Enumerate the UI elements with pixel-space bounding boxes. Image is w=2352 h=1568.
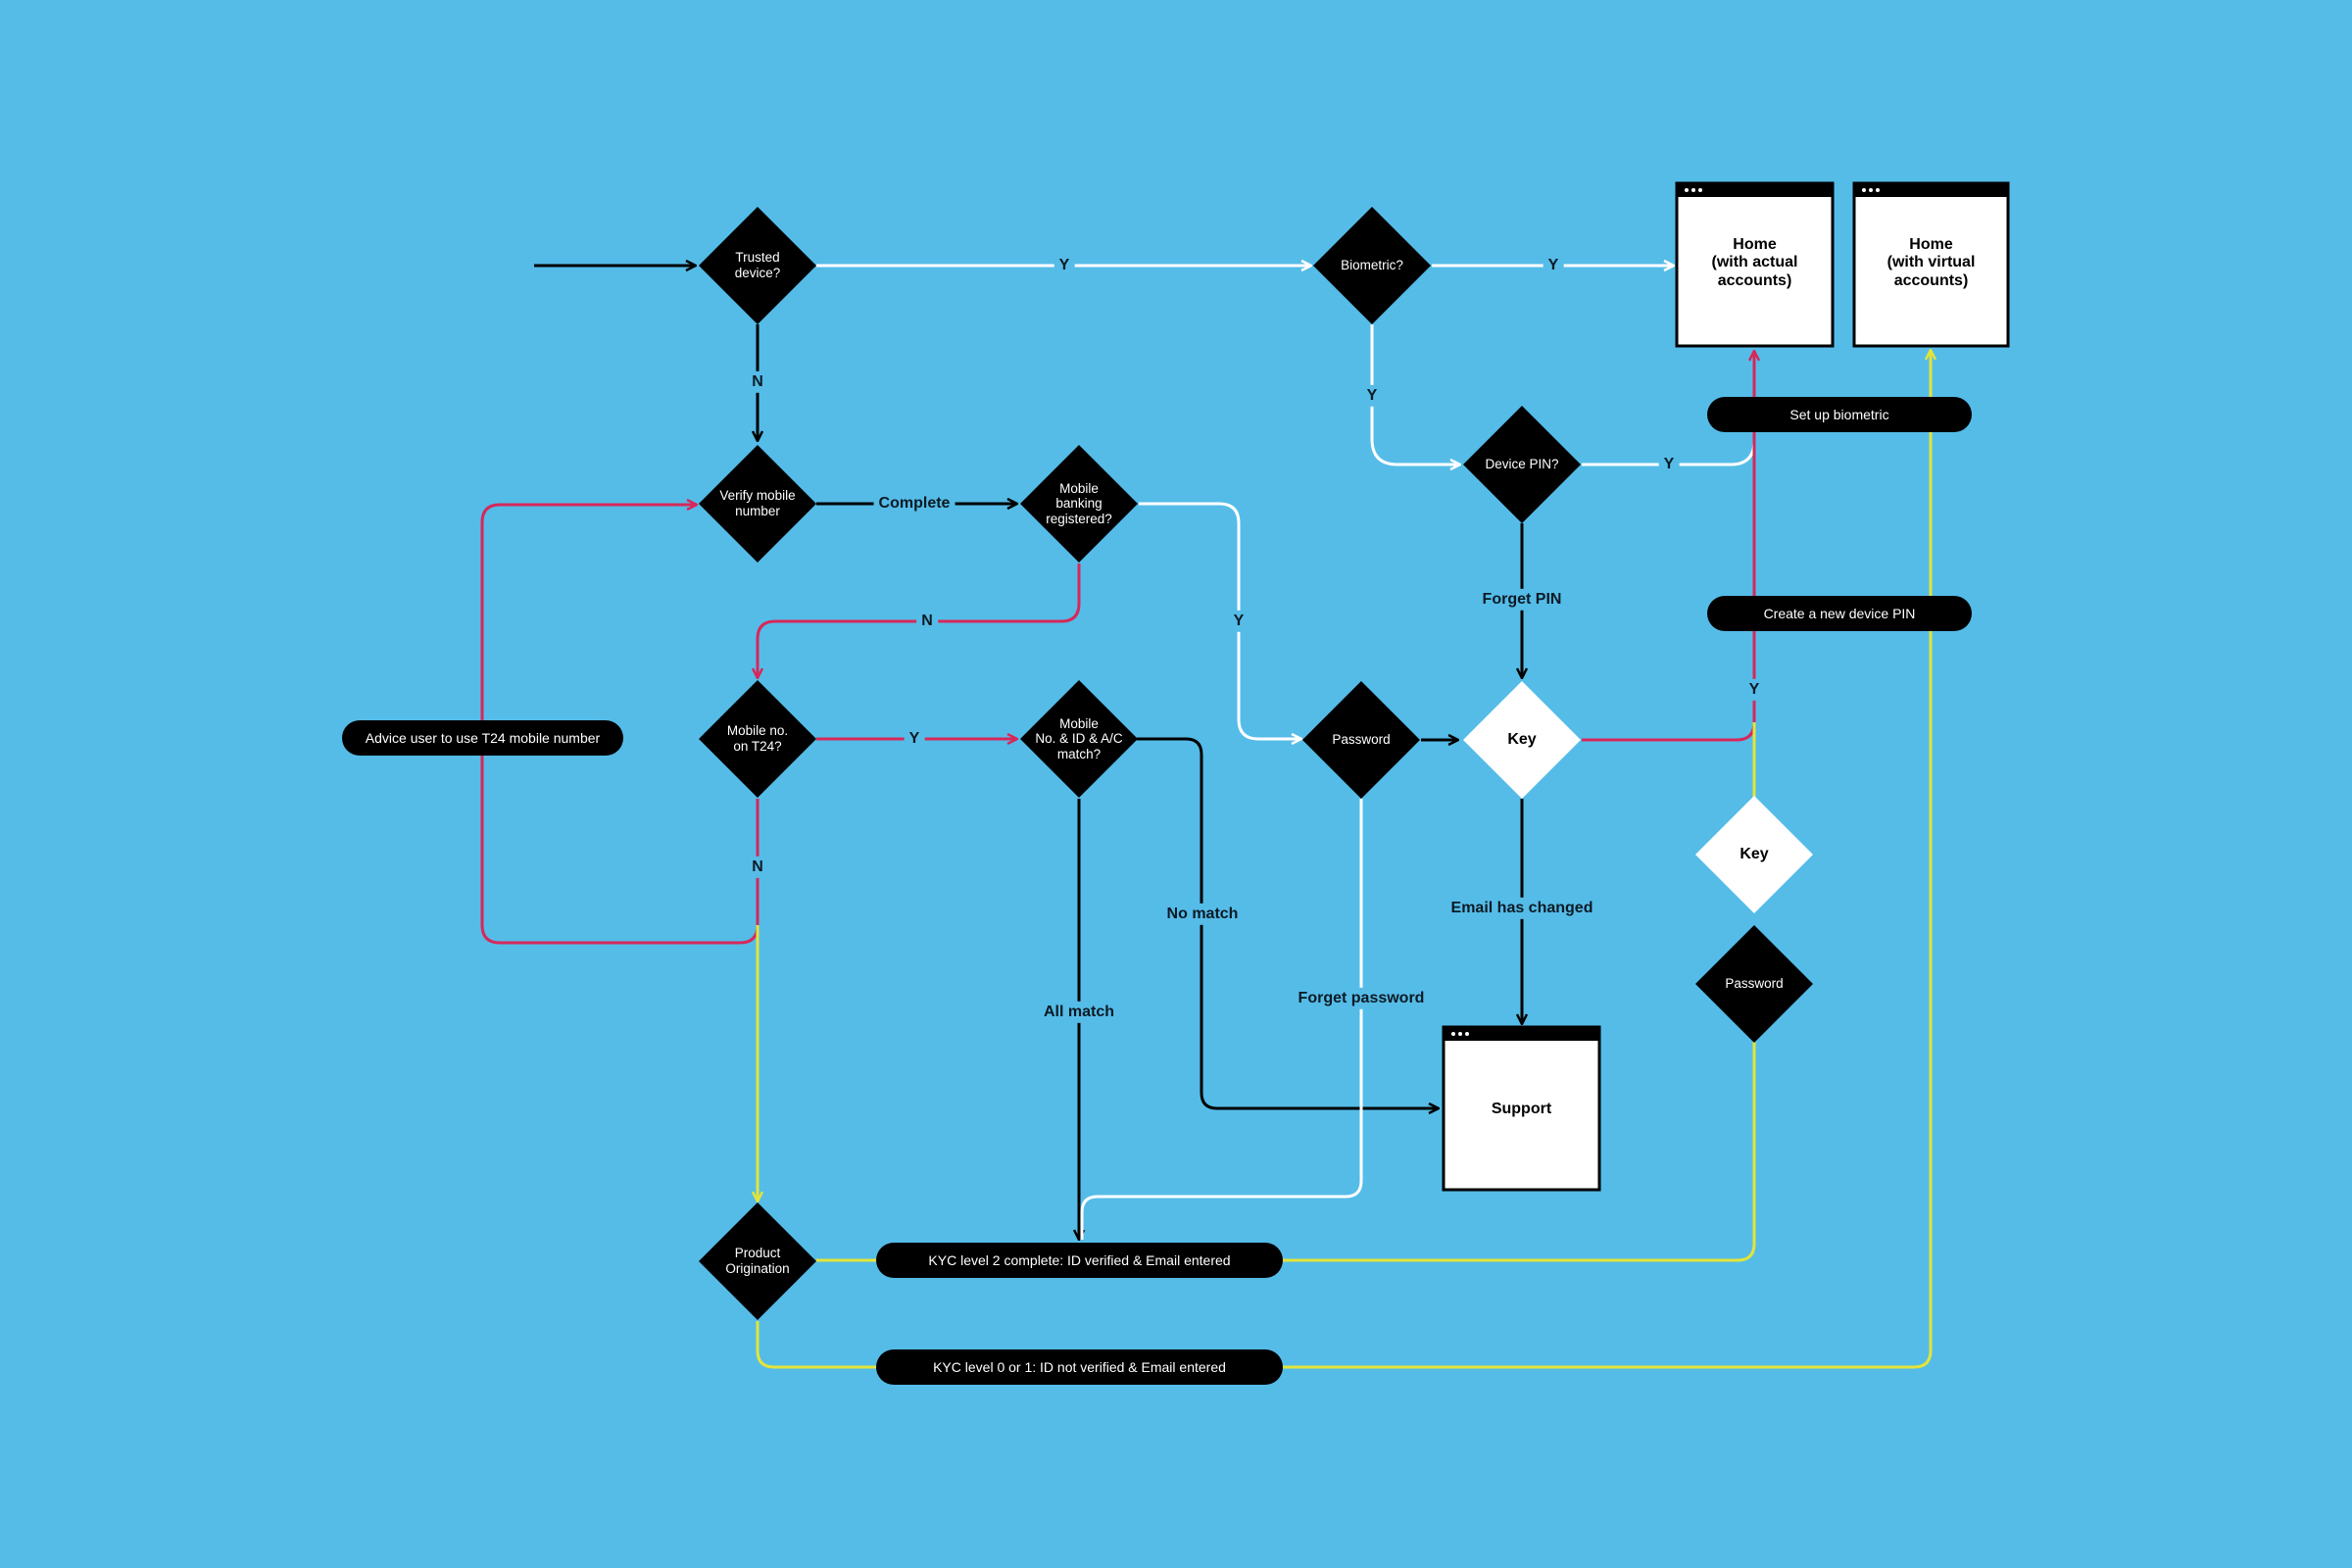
- biometric-label: Biometric?: [1341, 258, 1403, 273]
- edge-label-y: Y: [1658, 453, 1680, 476]
- decision-mobile-banking: [1020, 445, 1138, 563]
- edge-label-all-match: All match: [1038, 1001, 1120, 1024]
- edge-label-forget-password: Forget password: [1293, 987, 1430, 1010]
- pill-create-pin: Create a new device PIN: [1707, 596, 1972, 631]
- pill-advice-t24: Advice user to use T24 mobile number: [342, 720, 623, 756]
- trusted-device-label: Trusted device?: [734, 250, 781, 280]
- edge-label-y: Y: [1361, 384, 1383, 408]
- mobile-on-t24-label: Mobile no. on T24?: [726, 723, 789, 754]
- edge-label-y: Y: [1054, 254, 1075, 277]
- home-actual-title: Home (with actual accounts): [1711, 235, 1798, 289]
- decision-verify-mobile: [699, 445, 816, 563]
- edge-label-y: Y: [904, 727, 925, 751]
- decision-password-right: [1695, 925, 1813, 1043]
- decision-trusted-device: [699, 207, 816, 324]
- decision-biometric: [1313, 207, 1431, 324]
- edge-label-complete: Complete: [873, 492, 956, 515]
- screen-support: [1442, 1025, 1601, 1192]
- home-virtual-title: Home (with virtual accounts): [1886, 235, 1976, 289]
- edge-password-to-kyc2: [1080, 799, 1363, 1240]
- key-right-label: Key: [1740, 845, 1769, 862]
- edge-label-n: N: [916, 610, 938, 633]
- support-title: Support: [1491, 1100, 1552, 1117]
- product-origination-label: Product Origination: [725, 1246, 790, 1276]
- edge-label-y: Y: [1543, 254, 1564, 277]
- decision-key-right: [1695, 796, 1813, 913]
- decision-mobile-on-t24: [699, 680, 816, 798]
- device-pin-label: Device PIN?: [1485, 457, 1559, 472]
- edge-label-forget-pin: Forget PIN: [1477, 588, 1567, 612]
- decision-device-pin: [1463, 406, 1581, 523]
- decision-key-main: [1463, 681, 1581, 799]
- edge-label-y: Y: [1228, 610, 1250, 633]
- key-main-label: Key: [1507, 730, 1537, 748]
- edge-label-n: N: [747, 370, 768, 394]
- decision-password-main: [1302, 681, 1420, 799]
- edge-label-n: N: [747, 856, 768, 879]
- pill-kyc-level-2: KYC level 2 complete: ID verified & Emai…: [876, 1243, 1283, 1278]
- screen-home-actual: [1675, 181, 1835, 348]
- pill-kyc-level-0-1: KYC level 0 or 1: ID not verified & Emai…: [876, 1349, 1283, 1385]
- password-main-label: Password: [1332, 732, 1391, 748]
- edge-biometric-to-devicepin: [1370, 324, 1460, 465]
- edge-banking-to-password: [1139, 502, 1301, 739]
- match-check-label: Mobile No. & ID & A/C match?: [1035, 715, 1123, 761]
- decision-match: [1020, 680, 1138, 798]
- decision-product-origination: [699, 1202, 816, 1320]
- edge-label-no-match: No match: [1161, 903, 1244, 926]
- edge-label-y: Y: [1743, 678, 1765, 702]
- edge-kyc0-to-home-virtual: [756, 350, 1931, 1369]
- mobile-banking-label: Mobile banking registered?: [1046, 480, 1112, 526]
- verify-mobile-label: Verify mobile number: [719, 488, 796, 518]
- edge-t24-no-loop: [480, 505, 760, 945]
- screen-home-virtual: [1852, 181, 2010, 348]
- pill-setup-biometric: Set up biometric: [1707, 397, 1972, 432]
- password-right-label: Password: [1725, 976, 1784, 992]
- edge-label-email-changed: Email has changed: [1446, 897, 1598, 920]
- edge-kyc2-link: [816, 1041, 1756, 1262]
